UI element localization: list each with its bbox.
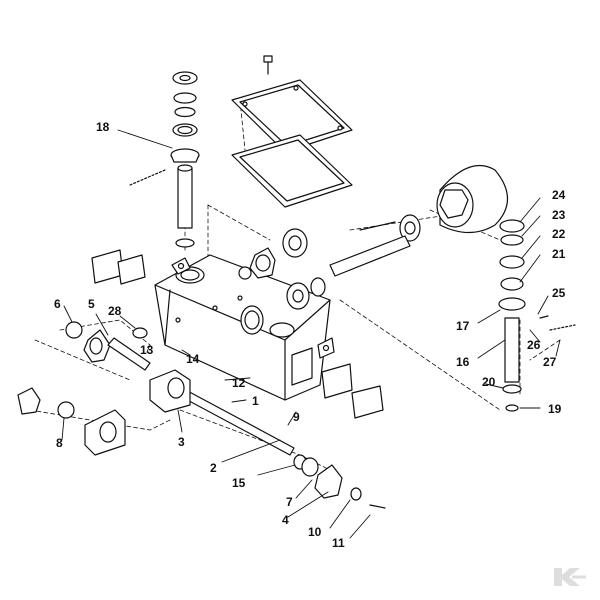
callout-6: 6 <box>54 297 61 311</box>
callout-25: 25 <box>552 286 566 300</box>
right-vertical-shaft-stack <box>498 219 576 412</box>
callout-16: 16 <box>456 355 470 369</box>
callout-12: 12 <box>232 376 246 390</box>
callout-21: 21 <box>552 247 566 261</box>
drive-hub <box>399 164 508 242</box>
callout-13: 13 <box>140 343 154 357</box>
callout-23: 23 <box>552 208 566 222</box>
callout-8: 8 <box>56 436 63 450</box>
callout-17: 17 <box>456 319 470 333</box>
callout-15: 15 <box>232 476 246 490</box>
callout-18: 18 <box>96 120 110 134</box>
callout-10: 10 <box>308 525 322 539</box>
gearbox-housing <box>154 254 335 401</box>
callout-26: 26 <box>527 338 541 352</box>
callout-27: 27 <box>543 355 557 369</box>
input-shaft <box>329 221 411 277</box>
callout-3: 3 <box>178 435 185 449</box>
callout-1: 1 <box>252 394 259 408</box>
top-cover-plate <box>231 79 353 153</box>
side-gaskets <box>91 249 384 419</box>
k-brand-mark-icon <box>554 568 586 586</box>
callout-11: 11 <box>332 536 345 550</box>
callout-28: 28 <box>108 304 122 318</box>
callout-4: 4 <box>282 513 289 527</box>
left-gear-cluster <box>65 321 151 371</box>
callout-19: 19 <box>548 402 562 416</box>
bearing-bracket-8 <box>17 387 126 456</box>
callout-7: 7 <box>286 495 293 509</box>
callout-2: 2 <box>210 461 217 475</box>
leader-lines <box>61 129 561 539</box>
callout-24: 24 <box>552 188 566 202</box>
top-gasket <box>231 134 353 208</box>
cover-bolt <box>263 55 273 75</box>
output-shaft <box>177 387 295 456</box>
lower-gear-stack <box>293 454 386 509</box>
callout-22: 22 <box>552 227 566 241</box>
callout-5: 5 <box>88 297 95 311</box>
middle-gears-bearings <box>238 228 326 310</box>
callout-9: 9 <box>293 410 300 424</box>
left-vertical-shaft-stack <box>129 71 200 248</box>
callout-20: 20 <box>482 375 496 389</box>
bearing-bracket-3 <box>149 369 191 413</box>
callout-14: 14 <box>186 352 200 366</box>
